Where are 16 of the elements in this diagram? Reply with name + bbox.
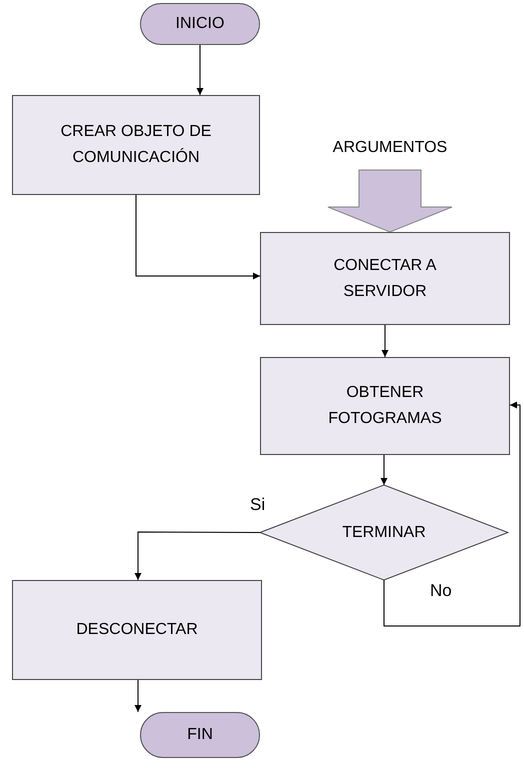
process-box: OBTENER FOTOGRAMAS <box>260 357 510 455</box>
arrow <box>380 454 388 486</box>
arrow <box>136 194 260 280</box>
arrow <box>134 680 142 712</box>
arrow <box>384 402 520 626</box>
arrow <box>382 324 388 358</box>
block-arrow <box>328 170 452 233</box>
process-box: CREAR OBJETO DE COMUNICACIÓN <box>12 95 260 195</box>
arrow <box>196 44 204 96</box>
node-label: TERMINAR <box>342 522 426 543</box>
process-box: DESCONECTAR <box>12 580 262 680</box>
process-box: CONECTAR A SERVIDOR <box>260 232 510 325</box>
node-label: ARGUMENTOS <box>332 138 448 158</box>
arrow <box>134 532 260 580</box>
terminal-pill: INICIO <box>140 3 260 45</box>
terminal-pill: FIN <box>140 712 260 758</box>
